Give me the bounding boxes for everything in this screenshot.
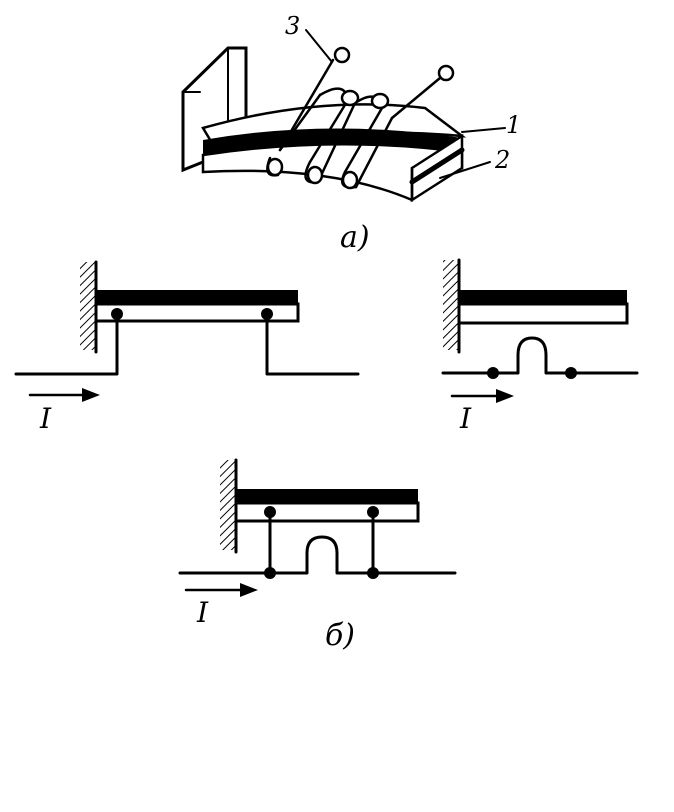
circuit-indirect-heating: I (441, 258, 639, 435)
strip-layer-2 (234, 501, 420, 523)
strip-layer-1 (236, 489, 418, 503)
contact-point (367, 506, 379, 518)
current-arrow (28, 388, 100, 402)
callout-leaders (305, 29, 506, 179)
circuit-direct-heating: I (14, 260, 360, 435)
strip-layer-1 (96, 290, 298, 304)
wall-hatch (80, 262, 96, 350)
current-arrow (450, 389, 514, 403)
strip-layer-2 (457, 302, 629, 325)
terminal (367, 567, 379, 579)
callout-1: 1 (506, 111, 521, 139)
heating-coil (266, 46, 455, 190)
part-a-illustration: 3 1 2 a) (181, 12, 521, 255)
wall-hatch (443, 260, 459, 350)
heater-wire (441, 336, 639, 375)
contact-point (261, 308, 273, 320)
wire (14, 314, 360, 376)
current-arrow (184, 583, 258, 597)
caption-b: б) (325, 618, 355, 653)
current-label: I (39, 402, 52, 435)
strip-layer-2 (94, 302, 300, 323)
callout-2: 2 (494, 146, 510, 174)
strip-layer-1 (459, 290, 627, 304)
terminal (264, 567, 276, 579)
current-label: I (196, 596, 209, 629)
contact-point (264, 506, 276, 518)
strip-layer-1 (203, 128, 462, 155)
wall-hatch (220, 460, 236, 550)
terminal (487, 367, 499, 379)
current-label: I (459, 402, 472, 435)
terminal (565, 367, 577, 379)
callout-3: 3 (285, 12, 300, 40)
contact-point (111, 308, 123, 320)
caption-a: a) (340, 220, 370, 255)
circuit-combined-heating: I (178, 458, 457, 629)
wire (178, 510, 457, 575)
